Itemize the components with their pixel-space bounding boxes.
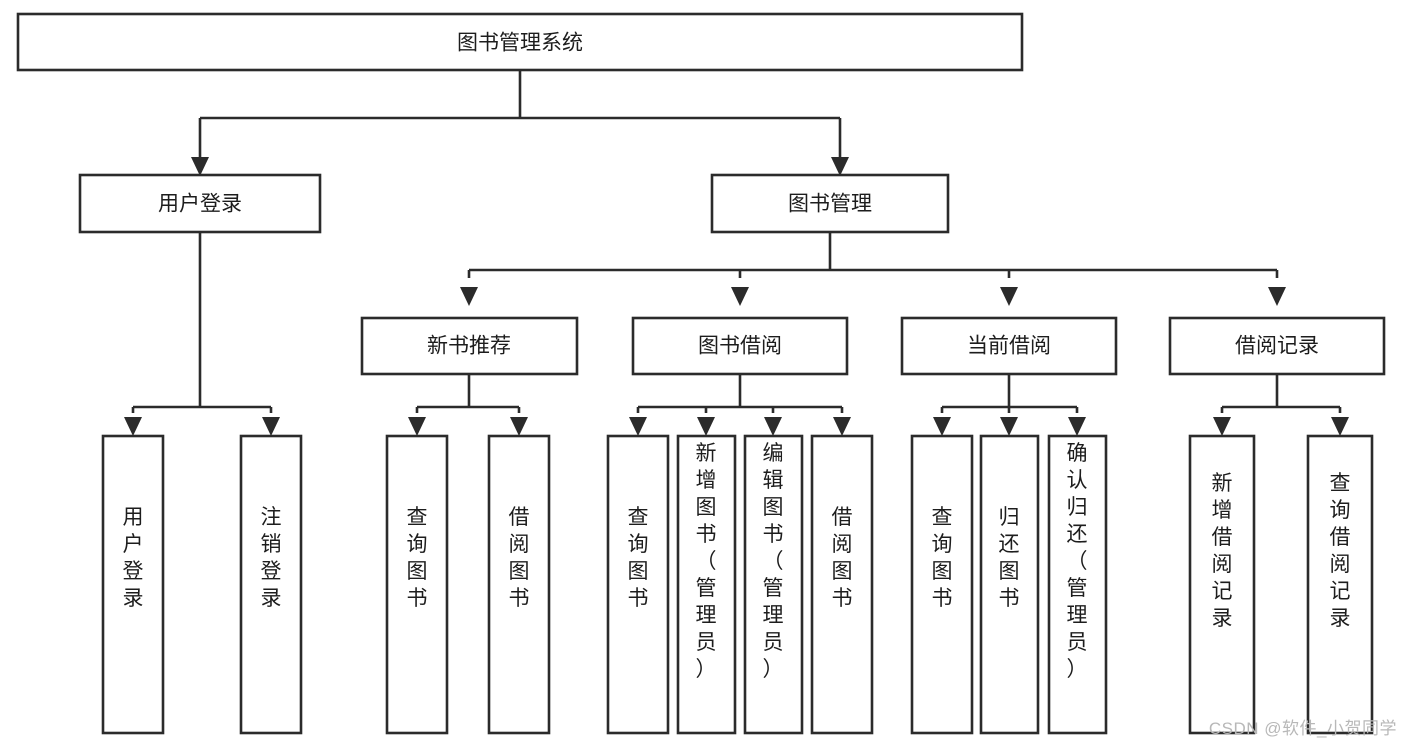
- node-new-book-recommend-label: 新书推荐: [427, 335, 511, 358]
- connector-root-to-level2: [191, 70, 849, 176]
- connector-book-borrow-to-leaves: [629, 374, 851, 436]
- node-user-login[interactable]: 用户登录: [78, 173, 322, 234]
- leaf-book-borrow-1-label: 新增图书（管理员）: [696, 442, 717, 681]
- leaf-user-login-0[interactable]: 用户登录: [101, 434, 165, 735]
- leaf-new-book-0-label: 查询图书: [407, 506, 428, 610]
- leaf-current-borrow-1-label: 归还图书: [999, 506, 1020, 610]
- connector-current-borrow-to-leaves: [933, 374, 1086, 436]
- node-user-login-label: 用户登录: [158, 193, 242, 216]
- node-root[interactable]: 图书管理系统: [16, 12, 1024, 72]
- node-book-management-label: 图书管理: [788, 193, 872, 216]
- leaf-borrow-record-0[interactable]: 新增借阅记录: [1188, 434, 1256, 735]
- leaf-new-book-1[interactable]: 借阅图书: [487, 434, 551, 735]
- leaf-book-borrow-3-label: 借阅图书: [832, 506, 853, 610]
- connector-user-login-to-leaves: [124, 232, 280, 436]
- node-current-borrow-label: 当前借阅: [967, 335, 1051, 358]
- node-book-borrow-label: 图书借阅: [698, 335, 782, 358]
- node-borrow-record-label: 借阅记录: [1235, 335, 1319, 358]
- leaf-borrow-record-1[interactable]: 查询借阅记录: [1306, 434, 1374, 735]
- leaf-borrow-record-0-label: 新增借阅记录: [1212, 472, 1233, 630]
- leaf-book-borrow-0-label: 查询图书: [628, 506, 649, 610]
- leaf-current-borrow-0[interactable]: 查询图书: [910, 434, 974, 735]
- leaf-book-borrow-3[interactable]: 借阅图书: [810, 434, 874, 735]
- leaf-borrow-record-1-label: 查询借阅记录: [1330, 472, 1351, 630]
- leaf-new-book-0[interactable]: 查询图书: [385, 434, 449, 735]
- leaf-user-login-1-label: 注销登录: [261, 506, 282, 610]
- csdn-watermark: CSDN @软件_小贺同学: [1208, 719, 1397, 738]
- leaf-book-borrow-1[interactable]: 新增图书（管理员）: [676, 434, 737, 735]
- leaf-current-borrow-2-label: 确认归还（管理员）: [1067, 442, 1088, 681]
- leaf-current-borrow-2[interactable]: 确认归还（管理员）: [1047, 434, 1108, 735]
- connector-new-book-to-leaves: [408, 374, 528, 436]
- node-book-borrow[interactable]: 图书借阅: [631, 316, 849, 376]
- node-book-management[interactable]: 图书管理: [710, 173, 950, 234]
- leaf-current-borrow-1[interactable]: 归还图书: [979, 434, 1040, 735]
- connector-book-mgmt-to-level3: [460, 232, 1286, 306]
- leaf-user-login-0-label: 用户登录: [123, 506, 144, 610]
- node-current-borrow[interactable]: 当前借阅: [900, 316, 1118, 376]
- leaf-book-borrow-2-label: 编辑图书（管理员）: [763, 442, 784, 681]
- node-new-book-recommend[interactable]: 新书推荐: [360, 316, 579, 376]
- node-borrow-record[interactable]: 借阅记录: [1168, 316, 1386, 376]
- node-root-label: 图书管理系统: [457, 32, 583, 55]
- leaf-book-borrow-2[interactable]: 编辑图书（管理员）: [743, 434, 804, 735]
- connector-borrow-record-to-leaves: [1213, 374, 1349, 436]
- leaf-new-book-1-label: 借阅图书: [509, 506, 530, 610]
- leaf-book-borrow-0[interactable]: 查询图书: [606, 434, 670, 735]
- leaf-current-borrow-0-label: 查询图书: [932, 506, 953, 610]
- leaf-user-login-1[interactable]: 注销登录: [239, 434, 303, 735]
